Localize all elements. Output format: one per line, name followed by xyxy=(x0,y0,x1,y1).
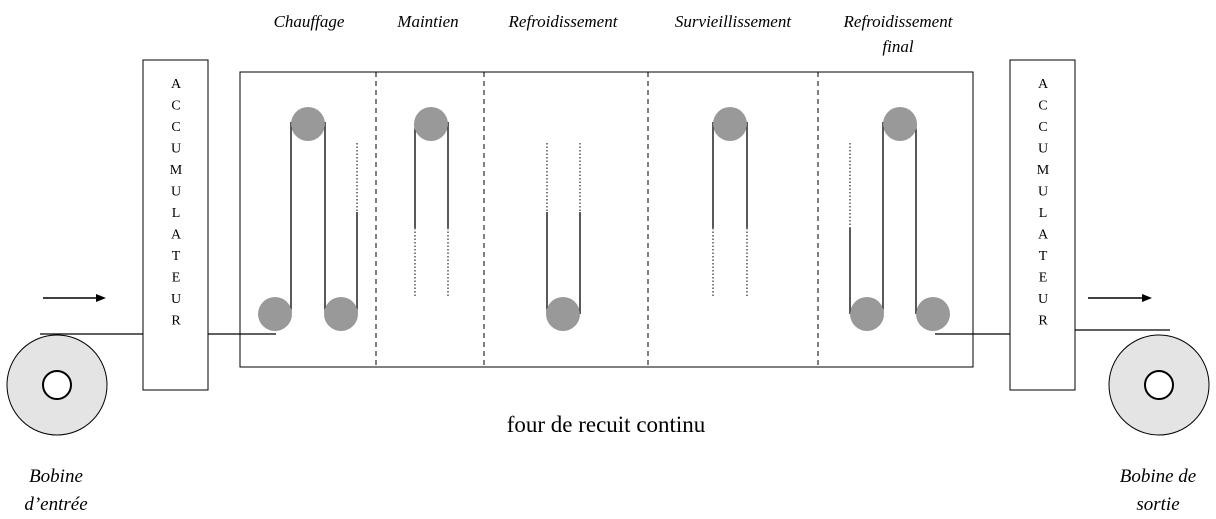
roller xyxy=(258,297,292,331)
roller xyxy=(324,297,358,331)
accumulator-letter: T xyxy=(1039,249,1048,264)
zone-label-chauffage: Chauffage xyxy=(274,12,345,31)
accumulator-letter: U xyxy=(171,292,181,307)
accumulator-entry xyxy=(142,59,209,391)
roller xyxy=(414,107,448,141)
accumulator-letter: M xyxy=(1037,163,1050,178)
accumulator-letter: R xyxy=(1038,314,1048,329)
accumulator-letter: A xyxy=(171,228,182,243)
accumulator-letter: U xyxy=(171,185,181,200)
zone-label-maintien: Maintien xyxy=(396,12,458,31)
furnace-box xyxy=(239,71,974,368)
accumulator-letter: C xyxy=(171,120,180,135)
accumulator-letter: L xyxy=(1039,206,1048,221)
zone-label-survieillissement: Survieillissement xyxy=(675,12,792,31)
rollers xyxy=(258,107,950,331)
steel-strip xyxy=(40,122,1170,335)
accumulator-exit xyxy=(1009,59,1076,391)
zone-label-refroidissement-final: Refroidissement xyxy=(843,12,954,31)
furnace-caption: four de recuit continu xyxy=(507,412,706,437)
accumulator-letter: L xyxy=(172,206,181,221)
accumulator-letter: U xyxy=(1038,142,1048,157)
accumulator-letter: R xyxy=(171,314,181,329)
accumulator-letter: A xyxy=(171,77,182,92)
exit-coil xyxy=(1108,334,1210,436)
entry-coil-label-line2: d’entrée xyxy=(24,494,87,515)
accumulator-letter: U xyxy=(1038,185,1048,200)
accumulator-letter: U xyxy=(1038,292,1048,307)
roller xyxy=(883,107,917,141)
accumulator-letter: M xyxy=(170,163,183,178)
entry-coil xyxy=(6,334,108,436)
accumulator-letter: C xyxy=(1038,120,1047,135)
accumulator-letter: E xyxy=(172,271,181,286)
accumulator-letter: U xyxy=(171,142,181,157)
accumulator-letter: E xyxy=(1039,271,1048,286)
steel-strip-dotted xyxy=(356,143,851,298)
accumulator-letter: C xyxy=(1038,99,1047,114)
roller xyxy=(916,297,950,331)
accumulator-letter: T xyxy=(172,249,181,264)
accumulator-letter: C xyxy=(171,99,180,114)
zone-dividers xyxy=(375,72,819,367)
roller xyxy=(850,297,884,331)
arrow-right-icon xyxy=(43,294,106,302)
accumulator-letter: A xyxy=(1038,228,1049,243)
arrow-right-icon xyxy=(1088,294,1152,302)
roller xyxy=(713,107,747,141)
zone-label-refroidissement-final-line2: final xyxy=(882,37,913,56)
zone-label-refroidissement: Refroidissement xyxy=(508,12,619,31)
entry-coil-label: Bobine xyxy=(29,466,83,487)
exit-coil-label-line2: sortie xyxy=(1136,494,1179,515)
roller xyxy=(546,297,580,331)
roller xyxy=(291,107,325,141)
exit-coil-label: Bobine de xyxy=(1120,466,1197,487)
accumulator-letter: A xyxy=(1038,77,1049,92)
